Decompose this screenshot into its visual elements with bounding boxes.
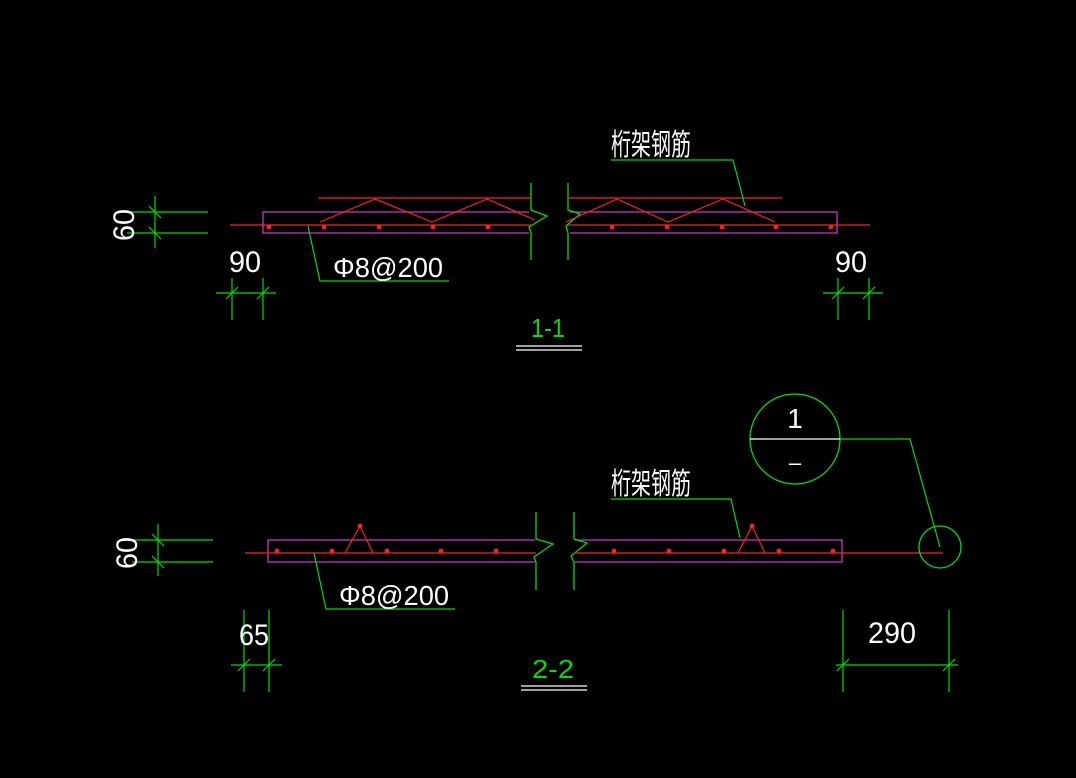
- rebar-dot: [830, 548, 836, 554]
- rebar-dot: [749, 523, 755, 529]
- right-edge-dim-text-2: 290: [868, 617, 916, 650]
- truss-label-2: 桁架钢筋: [611, 467, 691, 502]
- rebar-dot: [719, 224, 725, 230]
- left-edge-dim-text-1: 90: [229, 246, 261, 279]
- rebar-dot: [485, 224, 491, 230]
- rebar-dot: [666, 548, 672, 554]
- section-title-1: 1-1: [531, 313, 565, 343]
- section-2-2: 桁架钢筋 Φ8@200 60 65 29: [111, 393, 962, 692]
- break-line-right-2: [570, 512, 589, 590]
- rebar-label-1: Φ8@200: [333, 252, 443, 283]
- slab-outline-left-2: [267, 539, 535, 563]
- rebar-dot: [664, 224, 670, 230]
- rebar-dot: [609, 224, 615, 230]
- break-line-left: [528, 183, 549, 260]
- rebar-dot: [384, 548, 390, 554]
- thickness-dim-2: [132, 524, 213, 576]
- detail-callout-sheet: –: [789, 450, 802, 475]
- truss-label-1: 桁架钢筋: [611, 128, 691, 163]
- rebar-dot: [266, 224, 272, 230]
- rebar-dot: [329, 548, 335, 554]
- rebar-label-2: Φ8@200: [339, 580, 449, 611]
- rebar-dot: [274, 548, 280, 554]
- thickness-dim-1: [127, 196, 208, 248]
- rebar-dot: [611, 548, 617, 554]
- rebar-dot: [430, 224, 436, 230]
- thickness-dim-text-1: 60: [108, 209, 141, 241]
- rebar-dot: [773, 224, 779, 230]
- left-edge-dim-2: [231, 610, 282, 692]
- right-edge-dim-text-1: 90: [835, 246, 867, 279]
- truss-web-right: [565, 198, 776, 223]
- right-edge-dim-1: [823, 278, 883, 320]
- detail-target-circle[interactable]: [918, 525, 962, 569]
- slab-outline-left: [262, 211, 529, 234]
- rebar-dots-1: [266, 224, 834, 230]
- section-1-1: 桁架钢筋 Φ8@200 60 90 90: [108, 128, 883, 351]
- rebar-dots-2: [274, 548, 836, 554]
- left-edge-dim-text-2: 65: [239, 619, 269, 652]
- rebar-dot: [438, 548, 444, 554]
- rebar-dot: [776, 548, 782, 554]
- rebar-leader-1: [307, 225, 449, 282]
- slab-outline-right-2: [575, 539, 843, 563]
- rebar-dot: [721, 548, 727, 554]
- truss-leader-2: [611, 498, 741, 539]
- detail-callout-leader: [840, 438, 941, 548]
- truss-leader-1: [611, 159, 746, 207]
- truss-web-left: [319, 198, 536, 223]
- thickness-dim-text-2: 60: [111, 537, 144, 569]
- detail-callout-number: 1: [787, 403, 803, 434]
- left-edge-dim-1: [216, 278, 276, 320]
- detail-callout[interactable]: 1 –: [749, 393, 841, 485]
- rebar-dot: [828, 224, 834, 230]
- rebar-dot: [493, 548, 499, 554]
- slab-outline-right: [570, 211, 838, 234]
- rebar-dot: [321, 224, 327, 230]
- right-edge-dim-2: [836, 610, 958, 692]
- rebar-dot: [357, 523, 363, 529]
- break-line-right: [565, 183, 582, 260]
- rebar-dot: [376, 224, 382, 230]
- rebar-leader-2: [313, 552, 455, 610]
- break-line-left-2: [533, 512, 555, 590]
- section-title-2: 2-2: [532, 654, 574, 684]
